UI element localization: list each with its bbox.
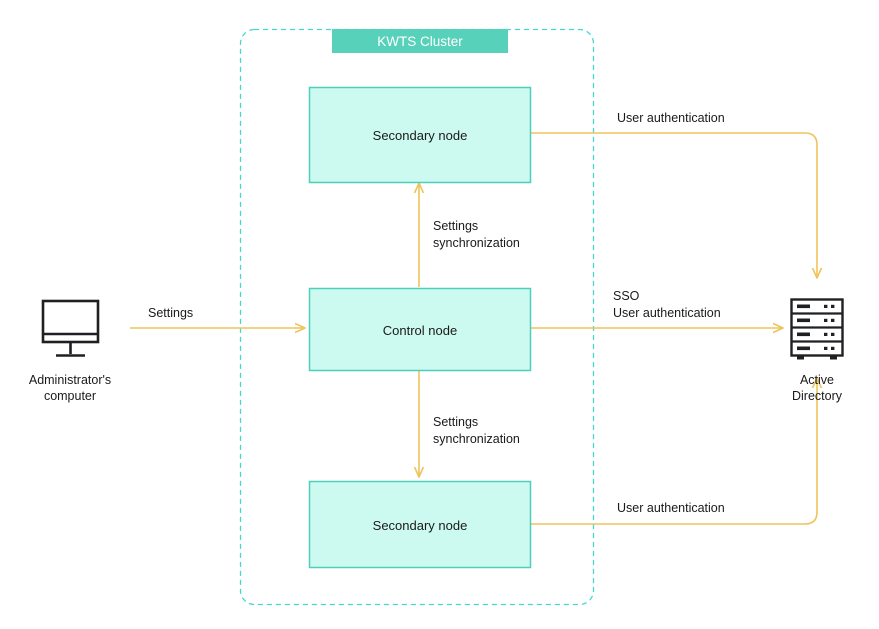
edge-control-to-secondary-top: Settings synchronization: [419, 183, 520, 287]
server-rack-icon: [790, 298, 844, 360]
edge-control-to-secondary-bottom: Settings synchronization: [419, 371, 520, 477]
admin-computer-label-line1: Administrator's: [29, 373, 111, 387]
edge-label-sync-bottom-line2: synchronization: [433, 432, 520, 446]
edge-label-sync-bottom-line1: Settings: [433, 415, 478, 429]
node-secondary-top[interactable]: Secondary node: [308, 86, 532, 184]
edge-label-settings: Settings: [148, 306, 193, 320]
node-secondary-top-label: Secondary node: [373, 128, 468, 143]
entity-admin-computer[interactable]: Administrator's computer: [29, 299, 111, 403]
node-secondary-bottom-label: Secondary node: [373, 518, 468, 533]
active-directory-label-line2: Directory: [792, 389, 843, 403]
node-control-label: Control node: [383, 323, 457, 338]
edge-label-user-auth-control: User authentication: [613, 306, 721, 320]
cluster-badge: KWTS Cluster: [332, 29, 508, 53]
edge-label-sync-top-line1: Settings: [433, 219, 478, 233]
cluster-badge-label: KWTS Cluster: [377, 34, 463, 49]
active-directory-label-line1: Active: [800, 373, 834, 387]
edge-label-sso: SSO: [613, 289, 640, 303]
entity-active-directory[interactable]: Active Directory: [790, 298, 844, 404]
edge-secondary-top-to-ad: User authentication: [530, 111, 817, 278]
node-control[interactable]: Control node: [308, 287, 532, 372]
monitor-icon: [41, 299, 100, 357]
node-secondary-bottom[interactable]: Secondary node: [308, 480, 532, 569]
edge-secondary-bottom-to-ad: User authentication: [530, 378, 817, 525]
edge-label-user-auth-bottom: User authentication: [617, 501, 725, 515]
edge-label-sync-top-line2: synchronization: [433, 236, 520, 250]
edge-admin-to-control: Settings: [130, 306, 305, 328]
edge-control-to-ad: SSO User authentication: [530, 289, 783, 328]
admin-computer-label-line2: computer: [44, 389, 96, 403]
edge-label-user-auth-top: User authentication: [617, 111, 725, 125]
